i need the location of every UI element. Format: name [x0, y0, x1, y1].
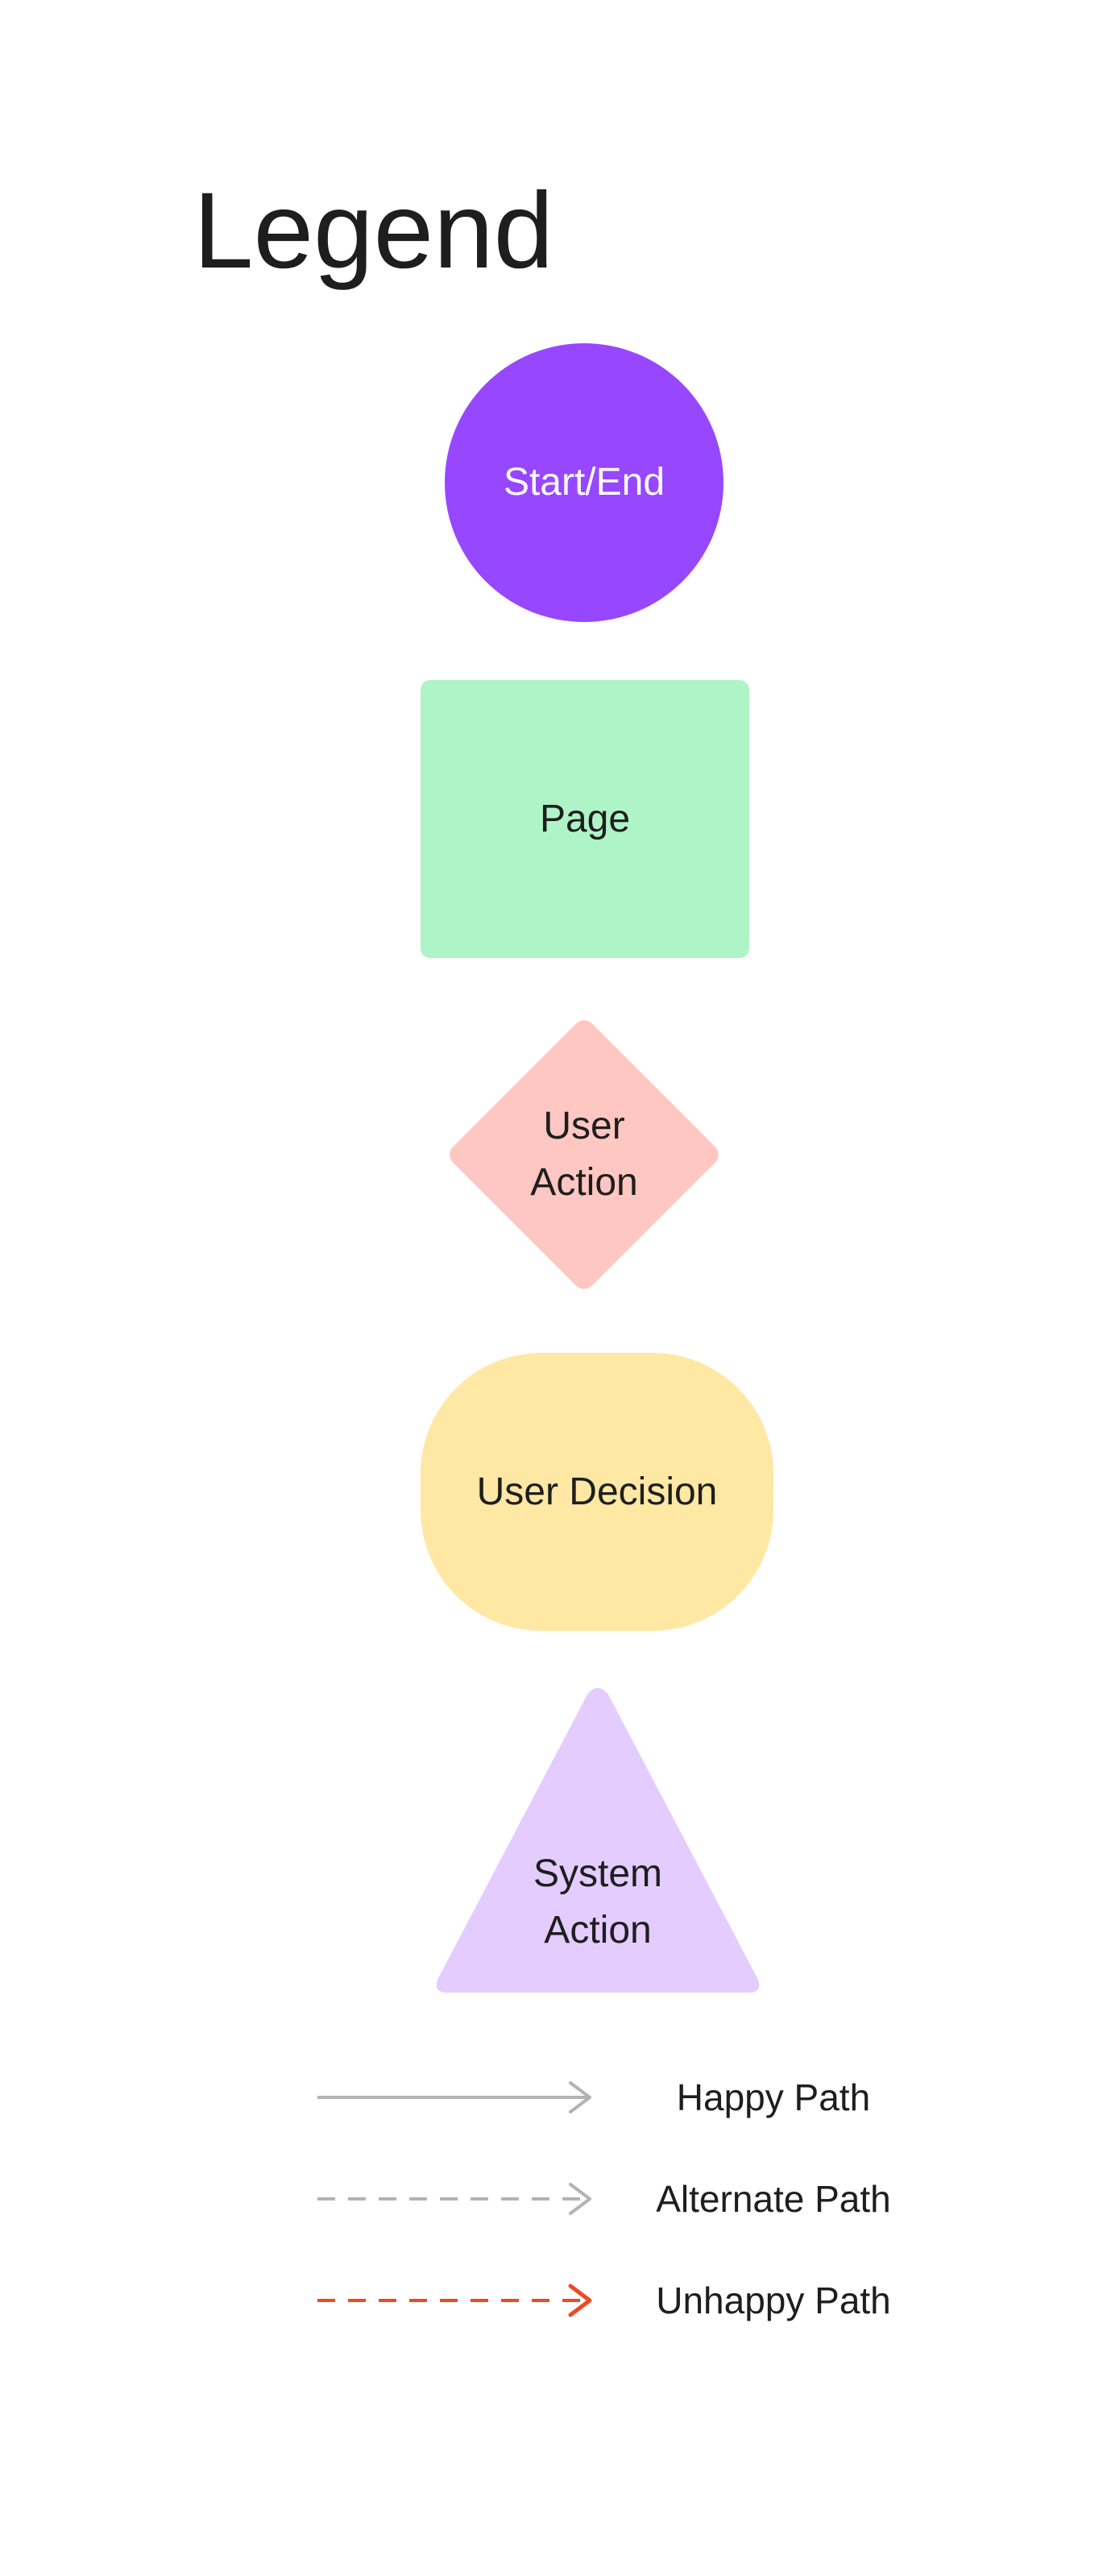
happy-path-arrow	[317, 2081, 591, 2113]
user-decision-shape: User Decision	[421, 1353, 773, 1631]
alternate-path-arrow	[317, 2183, 591, 2215]
happy-path-label: Happy Path	[676, 2076, 871, 2118]
unhappy-path-label: Unhappy Path	[656, 2279, 891, 2321]
system-action-shape: System Action	[432, 1688, 764, 1994]
alternate-path-row: Alternate Path	[314, 2171, 927, 2227]
legend-title: Legend	[193, 171, 554, 291]
system-action-triangle	[436, 1688, 760, 1993]
user-decision-label: User Decision	[476, 1470, 718, 1513]
user-action-shape: User Action	[445, 1015, 723, 1294]
system-action-label: System Action	[533, 1852, 663, 1952]
user-action-label: User Action	[530, 1105, 638, 1204]
start-end-label: Start/End	[503, 461, 665, 504]
unhappy-path-arrow	[317, 2284, 592, 2317]
page-label: Page	[539, 797, 631, 840]
unhappy-path-row: Unhappy Path	[314, 2272, 927, 2329]
page-shape: Page	[421, 680, 749, 958]
happy-path-row: Happy Path	[314, 2069, 927, 2126]
start-end-shape: Start/End	[445, 343, 723, 622]
alternate-path-label: Alternate Path	[656, 2178, 891, 2220]
